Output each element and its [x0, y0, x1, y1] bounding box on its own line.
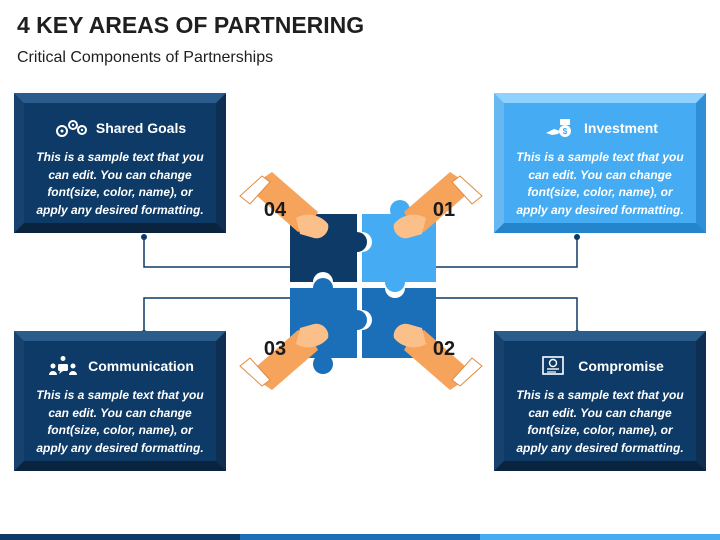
hand-top-right [393, 172, 483, 239]
card-text-communication: This is a sample text that you can edit.… [36, 388, 204, 455]
gears-icon [55, 120, 87, 137]
svg-text:$: $ [563, 127, 568, 136]
card-title-shared-goals: Shared Goals [95, 120, 187, 136]
card-title-investment: Investment [584, 120, 658, 136]
card-shared-goals: Shared Goals This is a sample text that … [14, 93, 226, 233]
hand-bottom-left [239, 323, 329, 390]
number-03: 03 [263, 338, 287, 360]
card-text-shared-goals: This is a sample text that you can edit.… [36, 150, 204, 217]
connector-shared-goals [143, 237, 290, 268]
connector-compromise [432, 297, 578, 333]
card-investment: $ Investment This is a sample text that … [494, 93, 706, 233]
number-02: 02 [432, 338, 456, 360]
card-title-compromise: Compromise [578, 358, 664, 374]
card-text-investment: This is a sample text that you can edit.… [516, 150, 684, 217]
card-communication: Communication This is a sample text that… [14, 331, 226, 471]
page-subtitle: Critical Components of Partnerships [17, 49, 274, 66]
card-title-communication: Communication [88, 358, 194, 374]
card-compromise: Compromise This is a sample text that yo… [494, 331, 706, 471]
number-04: 04 [263, 199, 287, 221]
number-01: 01 [432, 199, 456, 221]
hand-bottom-right [393, 323, 483, 390]
card-text-compromise: This is a sample text that you can edit.… [516, 388, 684, 455]
page-title: 4 KEY AREAS OF PARTNERING [17, 12, 365, 38]
people-chat-icon [49, 356, 78, 375]
connector-investment [432, 237, 578, 268]
bottom-accent-bar [0, 534, 720, 540]
hand-top-left [239, 172, 329, 239]
money-hand-icon: $ [546, 119, 572, 137]
connector-lines [143, 237, 578, 333]
certificate-icon [542, 356, 565, 375]
connector-communication [143, 297, 290, 333]
